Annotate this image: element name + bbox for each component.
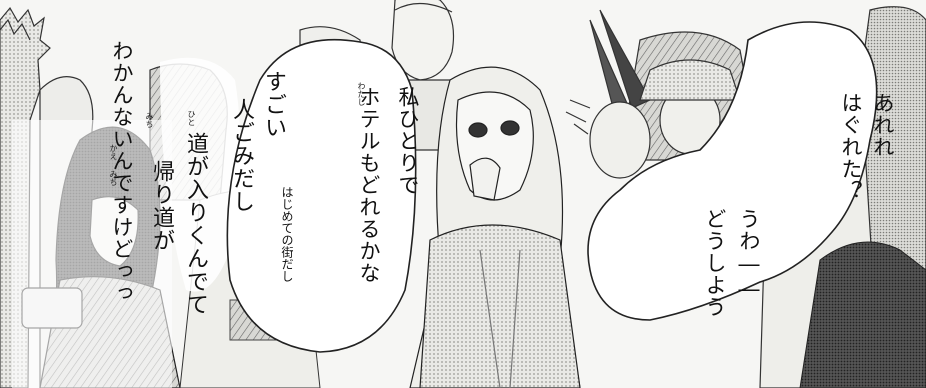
right-speech-bubble	[587, 21, 878, 321]
ruby-michi-1: みち	[145, 112, 154, 128]
left-text-col3: 道が入りくんでて	[183, 132, 208, 316]
ruby-kae: かえ	[109, 144, 118, 160]
left-text-col1: すごい	[261, 70, 286, 139]
right-text-col4: どうしよう	[703, 208, 727, 318]
ruby-michi-2: みち	[109, 170, 118, 186]
ruby-watashi: わたし	[357, 82, 366, 106]
right-text-col3: うわ――	[737, 208, 761, 302]
right-text-col1: あれれ	[871, 92, 895, 158]
surprise-lines	[565, 99, 591, 135]
left-bubble-shape	[160, 57, 241, 292]
left-text-col5: わかんないんですけどっっ	[110, 40, 134, 304]
left-text-col4: 帰り道が	[149, 160, 174, 252]
ruby-hito: ひと	[187, 110, 196, 126]
center-girl	[409, 66, 581, 388]
right-figure-dark	[799, 241, 926, 388]
center-text-col2: ホテルもどれるかな	[357, 86, 381, 284]
left-text-backdrop	[12, 120, 172, 388]
left-text-col2: 人ごみだし	[229, 98, 254, 213]
right-text-col2: はぐれた？	[839, 92, 863, 202]
center-text-col1: 私ひとりで	[396, 86, 420, 196]
center-speech-bubble	[226, 38, 417, 353]
center-small-aside: はじめての街だし	[280, 186, 294, 282]
